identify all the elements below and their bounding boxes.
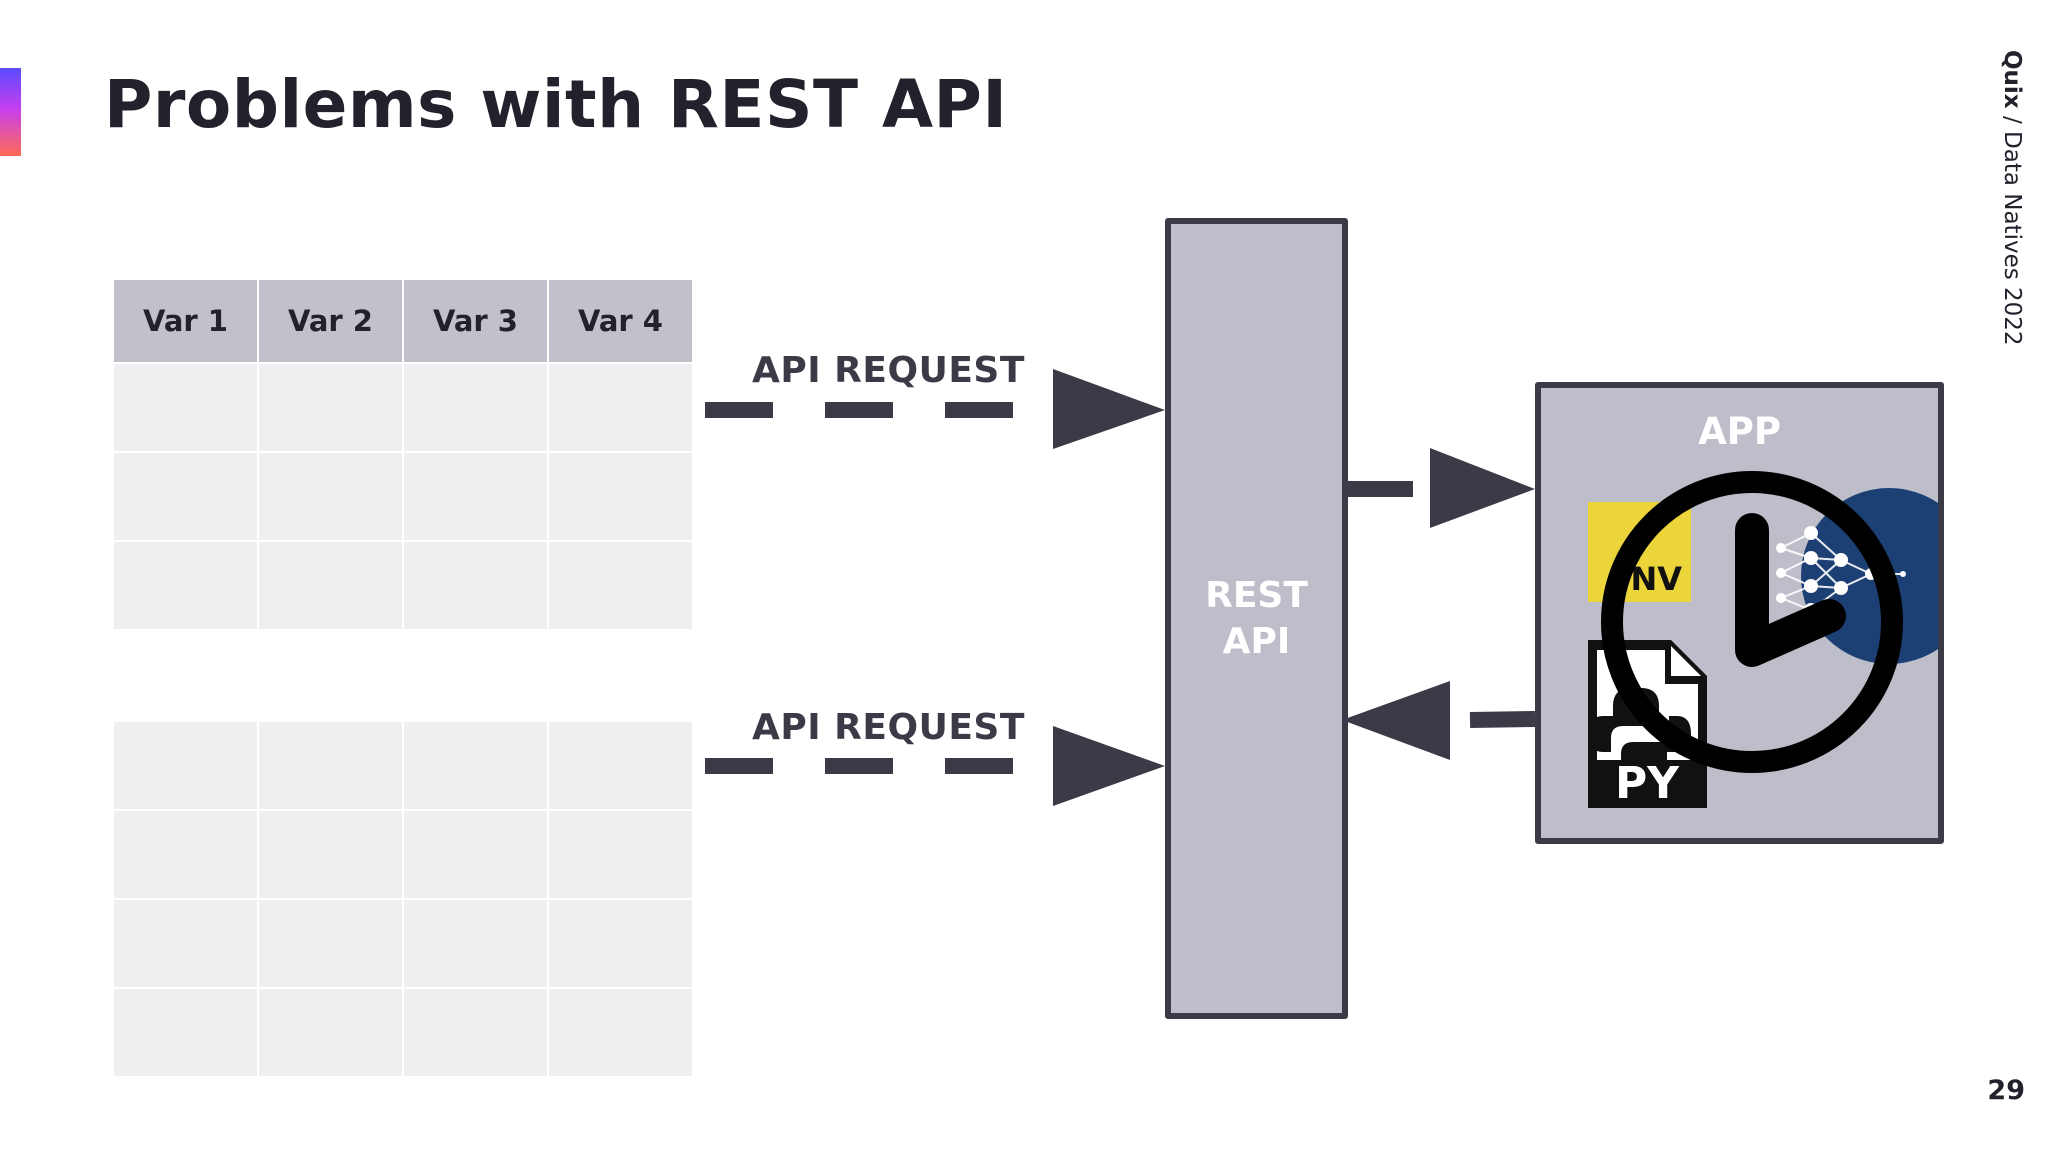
table-cell <box>259 542 402 629</box>
table-cell <box>549 722 692 809</box>
rest-api-label-line1: REST <box>1205 574 1308 616</box>
table-cell <box>549 364 692 451</box>
app-icons: NV PY <box>1588 471 1938 809</box>
table-cell <box>114 453 257 540</box>
table-header-cell: Var 1 <box>114 280 257 362</box>
data-table-bottom <box>114 722 692 1076</box>
arrowhead <box>1430 448 1535 528</box>
app-title: APP <box>1698 410 1781 453</box>
request-arrow-top <box>705 369 1165 449</box>
table-cell <box>259 811 402 898</box>
table-cell <box>114 811 257 898</box>
page-number: 29 <box>1987 1075 2025 1106</box>
table-header-cell: Var 2 <box>259 280 402 362</box>
table-cell <box>259 900 402 987</box>
table-cell <box>259 722 402 809</box>
side-label: Quix / Data Natives 2022 <box>1985 50 2025 380</box>
forward-arrow-to-app <box>1343 448 1535 528</box>
env-badge-text: NV <box>1630 560 1682 598</box>
arrow-stub <box>1469 711 1536 728</box>
table-header-cell: Var 4 <box>549 280 692 362</box>
side-label-brand: Quix <box>1999 50 2025 109</box>
table-cell <box>549 900 692 987</box>
request-arrow-bottom <box>705 726 1165 806</box>
table-cell <box>259 453 402 540</box>
table-cell <box>404 722 547 809</box>
api-request-label-bottom: API REQUEST <box>752 707 1025 748</box>
app-box: APP NV <box>1535 382 1944 844</box>
table-cell <box>404 989 547 1076</box>
table-cell <box>404 453 547 540</box>
table-cell <box>404 900 547 987</box>
table-cell <box>114 900 257 987</box>
table-cell <box>114 542 257 629</box>
table-cell <box>114 989 257 1076</box>
slide-title: Problems with REST API <box>104 66 1008 143</box>
table-cell <box>114 722 257 809</box>
table-cell <box>259 989 402 1076</box>
table-cell <box>549 542 692 629</box>
table-cell <box>259 364 402 451</box>
rest-api-label-line2: API <box>1222 620 1291 662</box>
table-cell <box>404 811 547 898</box>
table-header-cell: Var 3 <box>404 280 547 362</box>
table-cell <box>549 989 692 1076</box>
table-cell <box>549 811 692 898</box>
response-arrow-from-app <box>1342 681 1536 760</box>
api-request-label-top: API REQUEST <box>752 350 1025 391</box>
data-table-top: Var 1 Var 2 Var 3 Var 4 <box>114 280 692 629</box>
arrowhead <box>1053 369 1165 449</box>
arrowhead <box>1342 681 1450 760</box>
table-cell <box>404 542 547 629</box>
table-cell <box>404 364 547 451</box>
clock-icon <box>1601 471 1903 773</box>
accent-bar <box>0 68 21 156</box>
side-label-event: / Data Natives 2022 <box>1999 108 2025 346</box>
rest-api-box: REST API <box>1165 218 1348 1019</box>
table-cell <box>549 453 692 540</box>
table-cell <box>114 364 257 451</box>
arrowhead <box>1053 726 1165 806</box>
python-file-text: PY <box>1615 758 1680 809</box>
